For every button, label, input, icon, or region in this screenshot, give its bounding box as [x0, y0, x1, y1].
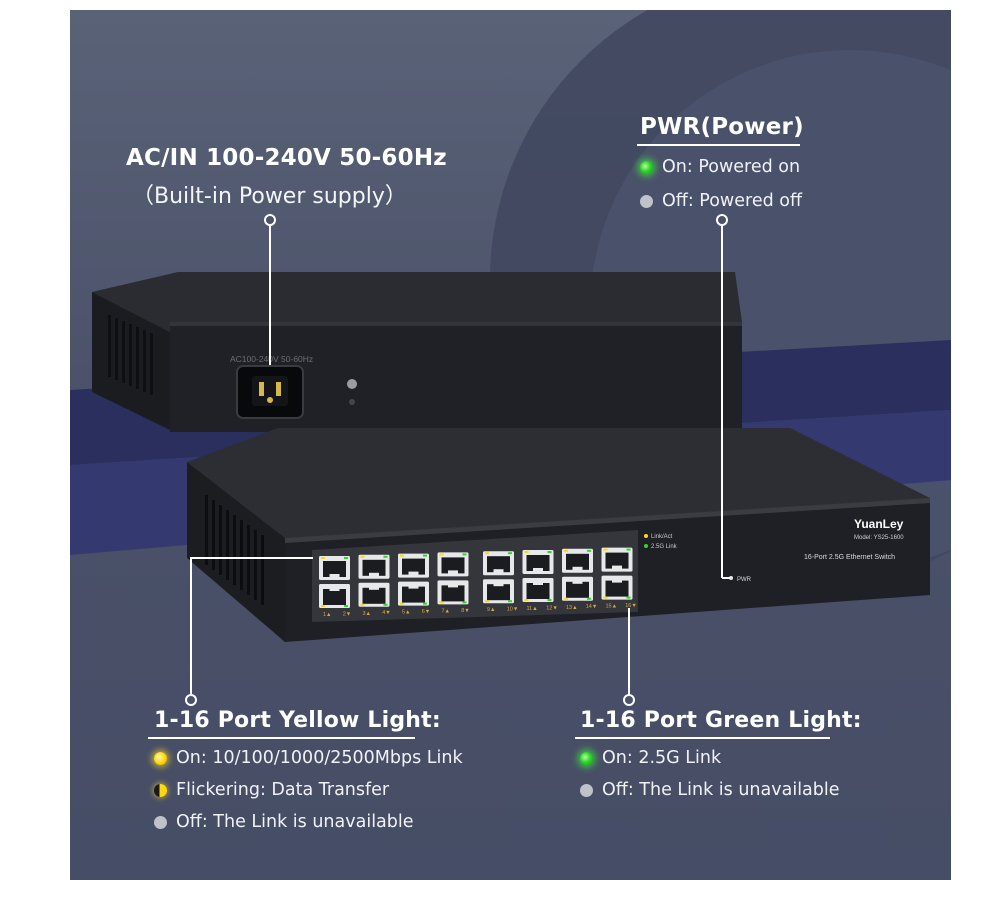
ethernet-port [319, 584, 350, 608]
front-switch-unit: 1▲2▼3▲4▼5▲6▼7▲8▼9▲10▼11▲12▼13▲14▼15▲16▼ … [187, 428, 930, 642]
yellow-led-icon [154, 751, 167, 765]
yellow-item-off: Off: The Link is unavailable [154, 812, 414, 832]
port-number-label: 3▲ [363, 611, 372, 617]
device-led-link-label: Link/Act [651, 534, 673, 540]
ethernet-port [522, 550, 554, 574]
green-item-off-text: Off: The Link is unavailable [602, 780, 840, 800]
rear-ac-label: AC100-240V 50-60Hz [230, 354, 313, 364]
port-number-label: 8▼ [461, 608, 470, 614]
ethernet-port [483, 579, 514, 604]
port-number-label: 1▲ [323, 612, 332, 618]
front-side-vents [205, 495, 264, 605]
port-number-label: 13▲ [566, 605, 578, 611]
callout-lines [190, 220, 730, 700]
yellow-item-flicker: Flickering: Data Transfer [154, 780, 389, 800]
green-item-on: On: 2.5G Link [580, 748, 721, 768]
callout-endpoints [185, 214, 728, 706]
green-item-off: Off: The Link is unavailable [580, 780, 840, 800]
ethernet-port [358, 554, 390, 579]
port-number-label: 6▼ [422, 609, 431, 615]
ethernet-port [319, 556, 350, 580]
green-led-icon [580, 751, 593, 765]
yellow-item-off-text: Off: The Link is unavailable [176, 812, 414, 832]
gray-led-icon [154, 815, 167, 829]
ethernet-port [437, 580, 469, 605]
port-number-label: 10▼ [507, 607, 519, 613]
port-number-label: 4▼ [382, 610, 391, 616]
port-number-label: 15▲ [606, 604, 618, 610]
ethernet-port [601, 547, 633, 572]
ethernet-port [601, 575, 633, 600]
ethernet-port [398, 553, 429, 578]
device-model: Model: YS25-1600 [854, 535, 904, 541]
gray-led-icon [640, 194, 653, 208]
pwr-item-off: Off: Powered off [640, 191, 802, 211]
pwr-item-on-text: On: Powered on [662, 157, 801, 177]
port-number-label: 5▲ [402, 610, 411, 616]
pwr-item-on: On: Powered on [640, 157, 800, 177]
ethernet-port [483, 551, 514, 576]
ac-input-heading: AC/IN 100-240V 50-60Hz [126, 145, 447, 171]
device-led-speed-label: 2.5G Link [651, 544, 678, 550]
green-heading-underline [575, 737, 830, 739]
port-number-label: 14▼ [586, 604, 598, 610]
ac-input-subheading: （Built-in Power supply） [132, 184, 407, 209]
switch-illustration: AC100-240V 50-60Hz 1▲ 2▼ 3▲ 4▼ 5▲ 6▼ 7▲ 8▼ 9▲ 10▼… [70, 214, 951, 706]
flickering-led-icon [154, 783, 167, 797]
pwr-heading: PWR(Power) [640, 114, 804, 140]
rear-side-vents [108, 315, 153, 395]
port-number-label: 9▲ [487, 607, 496, 613]
ethernet-port [562, 548, 593, 573]
port-number-label: 12▼ [546, 605, 558, 611]
port-number-label: 2▼ [343, 611, 352, 617]
green-led-icon [640, 160, 653, 174]
ethernet-port [437, 552, 469, 577]
device-brand: YuanLey [854, 517, 904, 531]
device-pwr-label: PWR [737, 577, 752, 583]
gray-led-icon [580, 783, 593, 797]
rear-switch-unit: AC100-240V 50-60Hz [92, 272, 742, 432]
pwr-heading-underline [637, 144, 800, 146]
product-infographic: AC100-240V 50-60Hz 1▲ 2▼ 3▲ 4▼ 5▲ 6▼ 7▲ 8▼ 9▲ 10▼… [70, 10, 951, 880]
port-number-label: 11▲ [527, 606, 538, 612]
port-number-label: 7▲ [442, 608, 451, 614]
yellow-light-heading: 1-16 Port Yellow Light: [154, 708, 441, 733]
ethernet-port-array: 1▲ 2▼ 3▲ 4▼ 5▲ 6▼ 7▲ 8▼ 9▲ 10▼ 11▲ 12▼ 13▲ 14▼ 15▲ 16▼ [319, 547, 637, 618]
yellow-item-on-text: On: 10/100/1000/2500Mbps Link [176, 748, 463, 768]
ethernet-port [522, 578, 554, 602]
ethernet-port [562, 576, 593, 601]
green-light-heading: 1-16 Port Green Light: [580, 708, 862, 733]
port-number-label: 16▼ [625, 603, 637, 609]
yellow-heading-underline [148, 737, 415, 739]
device-description: 16-Port 2.5G Ethernet Switch [804, 554, 895, 561]
pwr-item-off-text: Off: Powered off [662, 191, 803, 211]
ethernet-port [358, 582, 390, 607]
ethernet-port [398, 581, 429, 606]
yellow-item-on: On: 10/100/1000/2500Mbps Link [154, 748, 463, 768]
yellow-item-flicker-text: Flickering: Data Transfer [176, 780, 390, 800]
green-item-on-text: On: 2.5G Link [602, 748, 722, 768]
